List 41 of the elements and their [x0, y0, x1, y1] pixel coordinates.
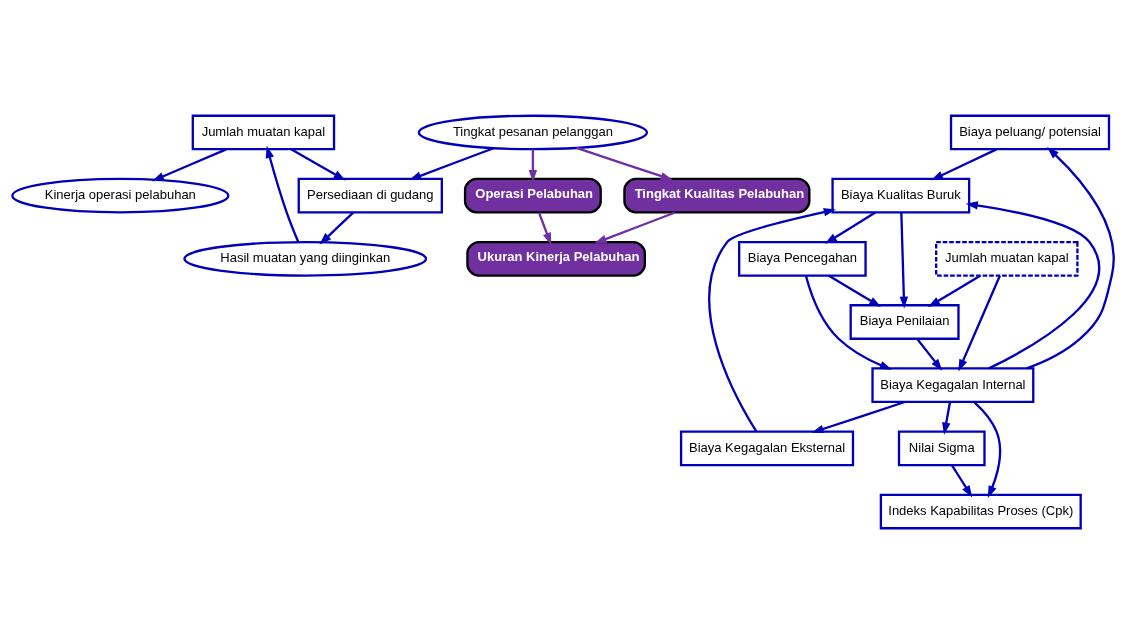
arrow: [899, 212, 909, 309]
node-box: Ukuran Kinerja Pelabuhan: [466, 240, 646, 277]
arrow: [811, 400, 906, 433]
arrow: [942, 402, 952, 435]
arrow: [958, 275, 1001, 372]
arrow: [290, 148, 346, 181]
node-box: Indeks Kapabilitas Proses (Cpk): [879, 493, 1082, 530]
node-box: Biaya Kegagalan Eksternal: [679, 430, 855, 467]
node-ellipse: Hasil muatan yang diinginkan: [183, 240, 428, 277]
node-box: Operasi Pelabuhan: [463, 177, 602, 214]
node-box: Jumlah muatan kapal: [191, 114, 336, 151]
arrow: [828, 274, 882, 307]
arrow: [916, 338, 943, 371]
arrow: [151, 148, 227, 182]
arrow: [528, 149, 538, 182]
node-box: Tingkat Kualitas Pelabuhan: [623, 177, 811, 214]
arrow: [804, 275, 892, 370]
node-box: Persediaan di gudang: [297, 177, 443, 214]
arrow: [594, 211, 676, 244]
arrow: [951, 464, 973, 498]
arrow: [537, 212, 552, 245]
node-box: Nilai Sigma: [897, 430, 986, 467]
node-box: Jumlah muatan kapal: [935, 240, 1079, 277]
node-box: Biaya Penilaian: [849, 304, 960, 340]
arrow: [576, 146, 673, 181]
arrow: [965, 201, 1101, 370]
arrow: [319, 211, 354, 245]
node-box: Biaya peluang/ potensial: [949, 114, 1111, 151]
node-box: Biaya Kegagalan Internal: [871, 367, 1035, 404]
arrow: [708, 208, 836, 433]
node-box: Biaya Kualitas Buruk: [831, 177, 971, 214]
arrow: [973, 401, 1002, 498]
arrow: [409, 147, 494, 181]
arrow: [265, 145, 300, 243]
node-ellipse: Tingkat pesanan pelanggan: [417, 114, 649, 151]
node-ellipse: Kinerja operasi pelabuhan: [11, 177, 230, 214]
arrow: [1026, 147, 1115, 370]
arrow: [928, 274, 981, 307]
arrow: [931, 148, 997, 181]
arrow: [824, 211, 876, 244]
node-box: Biaya Pencegahan: [738, 240, 867, 277]
